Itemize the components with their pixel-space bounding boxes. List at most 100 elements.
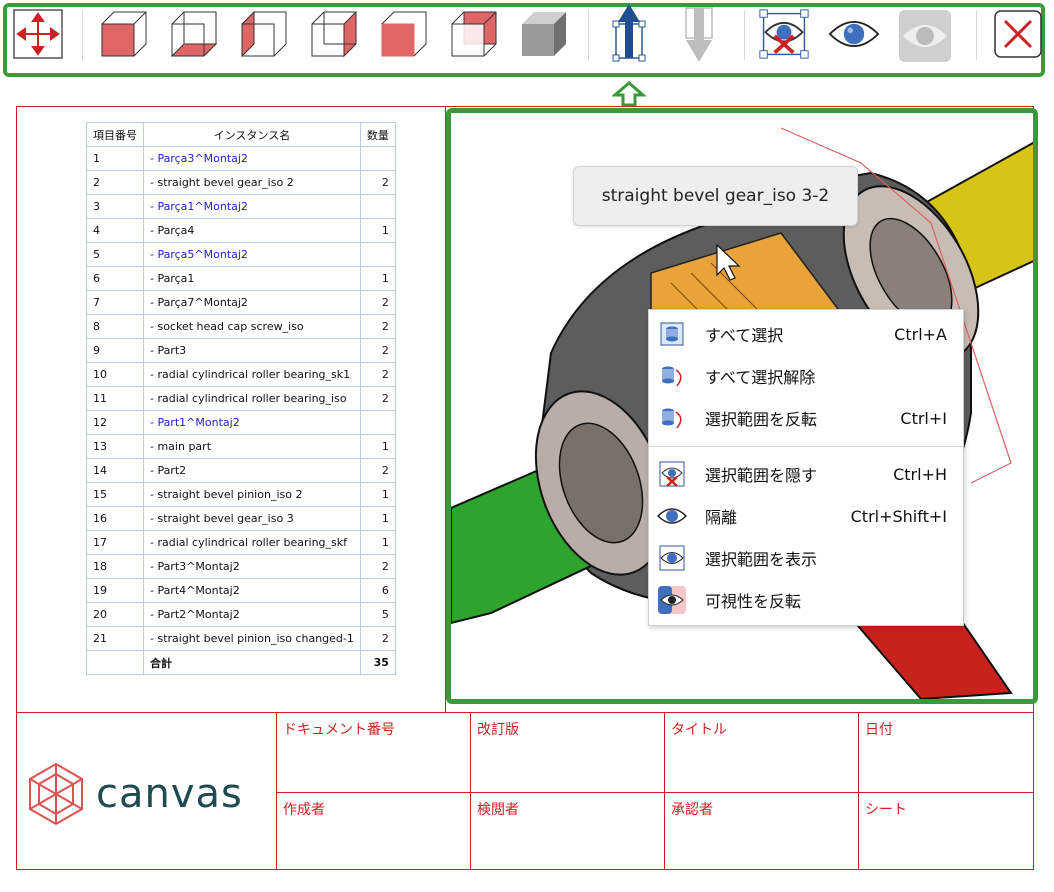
hide-selection-button[interactable] (758, 8, 810, 60)
canvas-logo-icon (29, 762, 83, 826)
bom-cell-name[interactable]: - Parça5^Montaj2 (143, 242, 361, 267)
sheet-cell: シート (858, 793, 1034, 870)
menu-item-invert-selection[interactable]: 選択範囲を反転 Ctrl+I (649, 398, 963, 438)
bom-cell-name[interactable]: - straight bevel gear_iso 3 (143, 506, 361, 531)
bom-row: 10- radial cylindrical roller bearing_sk… (86, 362, 396, 387)
view-iso-button[interactable] (518, 8, 570, 60)
author-cell: 作成者 (276, 793, 471, 870)
menu-item-isolate[interactable]: 隔離 Ctrl+Shift+I (649, 496, 963, 536)
bom-cell-name[interactable]: - Part3 (143, 338, 361, 363)
bom-cell-qty (359, 242, 396, 267)
bom-cell-name[interactable]: - Part4^Montaj2 (143, 578, 361, 603)
bom-cell-qty: 1 (359, 482, 396, 507)
view-left-button[interactable] (238, 8, 290, 60)
view-top-button[interactable] (448, 8, 500, 60)
bom-cell-name[interactable]: - straight bevel pinion_iso changed-1 (143, 626, 361, 651)
show-selection-icon (657, 543, 687, 573)
bom-cell-qty: 5 (359, 602, 396, 627)
isolate-button[interactable] (828, 8, 880, 60)
bom-cell-name[interactable]: - Parça3^Montaj2 (143, 146, 361, 171)
view-back-button[interactable] (378, 8, 430, 60)
close-button[interactable] (992, 8, 1044, 60)
bom-cell-qty: 1 (359, 266, 396, 291)
cube-right-icon (311, 10, 357, 58)
bom-row: 1- Parça3^Montaj2 (86, 146, 396, 171)
bom-cell-qty: 2 (359, 290, 396, 315)
bom-cell-qty: 1 (359, 434, 396, 459)
bom-row: 5- Parça5^Montaj2 (86, 242, 396, 267)
view-front-button[interactable] (98, 8, 150, 60)
fit-view-button[interactable] (12, 8, 64, 60)
doc-number-cell: ドキュメント番号 (276, 713, 471, 792)
bom-cell-name[interactable]: - Part1^Montaj2 (143, 410, 361, 435)
view-right-button[interactable] (308, 8, 360, 60)
bom-cell-name[interactable]: - Part2 (143, 458, 361, 483)
approver-cell: 承認者 (664, 793, 859, 870)
menu-item-shortcut: Ctrl+Shift+I (850, 506, 947, 526)
bom-cell-no: 15 (86, 482, 144, 507)
bom-cell-name[interactable]: - Part2^Montaj2 (143, 602, 361, 627)
menu-item-deselect-all[interactable]: すべて選択解除 (649, 356, 963, 396)
bom-cell-no: 7 (86, 290, 144, 315)
reviewer-cell: 検閲者 (470, 793, 665, 870)
menu-item-hide-selection[interactable]: 選択範囲を隠す Ctrl+H (649, 454, 963, 494)
revision-cell: 改訂版 (470, 713, 665, 792)
bom-cell-qty: 2 (359, 362, 396, 387)
bom-cell-name[interactable]: - socket head cap screw_iso (143, 314, 361, 339)
view-bottom-button[interactable] (168, 8, 220, 60)
cube-top-icon (451, 11, 497, 57)
bom-cell-name[interactable]: - main part (143, 434, 361, 459)
isolate-icon (657, 501, 687, 531)
bom-cell-qty: 6 (359, 578, 396, 603)
bom-cell-no: 21 (86, 626, 144, 651)
bom-cell-name[interactable]: - Parça7^Montaj2 (143, 290, 361, 315)
bom-cell-name[interactable]: - straight bevel gear_iso 2 (143, 170, 361, 195)
collapse-button[interactable] (674, 7, 726, 62)
explode-button[interactable] (604, 4, 656, 62)
bom-cell-no: 5 (86, 242, 144, 267)
pointer-arrow-icon (612, 81, 646, 107)
bom-cell-qty: 2 (359, 170, 396, 195)
eye-filled-icon (903, 25, 947, 47)
title-cell: タイトル (664, 713, 859, 792)
bom-cell-no: 12 (86, 410, 144, 435)
bom-row: 11- radial cylindrical roller bearing_is… (86, 386, 396, 411)
menu-item-show-selection[interactable]: 選択範囲を表示 (649, 538, 963, 578)
bom-header-name: インスタンス名 (143, 122, 361, 147)
menu-item-invert-visibility[interactable]: 可視性を反転 (649, 580, 963, 620)
bom-cell-name[interactable]: - Parça1 (143, 266, 361, 291)
bom-cell-qty (359, 146, 396, 171)
bom-cell-name[interactable]: - Parça1^Montaj2 (143, 194, 361, 219)
bom-total-blank (86, 650, 144, 675)
bom-cell-no: 3 (86, 194, 144, 219)
arrow-up-icon (612, 4, 646, 62)
cube-shaded-icon (522, 12, 566, 56)
bom-cell-name[interactable]: - radial cylindrical roller bearing_iso (143, 386, 361, 411)
bom-cell-name[interactable]: - radial cylindrical roller bearing_skf (143, 530, 361, 555)
bom-cell-name[interactable]: - Part3^Montaj2 (143, 554, 361, 579)
bom-cell-no: 14 (86, 458, 144, 483)
menu-item-label: すべて選択 (705, 326, 784, 345)
menu-item-label: 隔離 (705, 508, 738, 527)
bom-cell-name[interactable]: - radial cylindrical roller bearing_sk1 (143, 362, 361, 387)
bom-cell-qty: 2 (359, 314, 396, 339)
bom-header-qty: 数量 (359, 122, 396, 147)
bom-cell-qty (359, 410, 396, 435)
deselect-all-icon (657, 361, 687, 391)
bom-cell-name[interactable]: - Parça4 (143, 218, 361, 243)
bom-cell-no: 20 (86, 602, 144, 627)
bom-cell-no: 4 (86, 218, 144, 243)
show-all-button[interactable] (899, 10, 951, 62)
toolbar-separator (976, 10, 977, 60)
menu-item-label: 可視性を反転 (705, 592, 802, 611)
menu-item-select-all[interactable]: すべて選択 Ctrl+A (649, 314, 963, 354)
bom-header-row: 項目番号 インスタンス名 数量 (86, 122, 396, 147)
menu-item-label: すべて選択解除 (705, 368, 816, 387)
bom-cell-name[interactable]: - straight bevel pinion_iso 2 (143, 482, 361, 507)
